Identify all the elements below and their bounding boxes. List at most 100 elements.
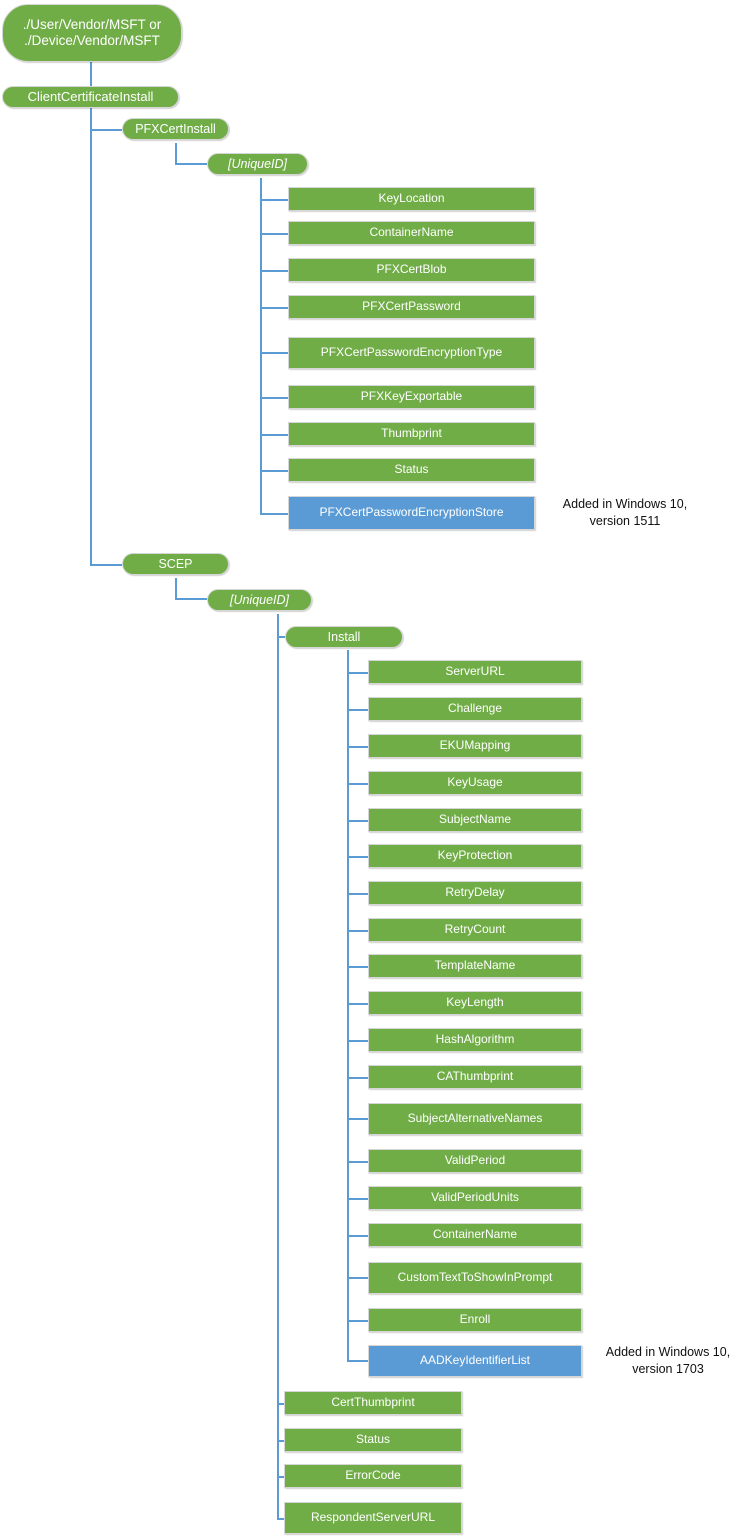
node-label: PFXCertPasswordEncryptionType [320, 345, 503, 360]
node-pfx-cert-install[interactable]: PFXCertInstall [122, 118, 229, 140]
connector-install-spine [347, 650, 349, 1361]
node-label: ValidPeriodUnits [431, 1190, 519, 1205]
connector-install-child-19 [347, 1360, 375, 1362]
node-install-aadkeyidentifierlist[interactable]: AADKeyIdentifierList [368, 1345, 582, 1377]
connector-pfxcertinstall-to-uniqueid [175, 143, 177, 165]
connector-install-child-13 [347, 1118, 375, 1120]
node-install-label: Install [327, 629, 361, 644]
node-install-retrycount[interactable]: RetryCount [368, 918, 582, 942]
connector-pfx-child-1 [260, 199, 288, 201]
connector-install-child-18 [347, 1320, 375, 1322]
connector-install-child-10 [347, 1003, 375, 1005]
node-client-certificate-install-label: ClientCertificateInstall [27, 88, 154, 104]
node-label: SubjectName [438, 812, 512, 827]
connector-install-child-12 [347, 1077, 375, 1079]
node-install-ekumapping[interactable]: EKUMapping [368, 734, 582, 758]
node-scep[interactable]: SCEP [122, 553, 229, 575]
node-root-label: ./User/Vendor/MSFT or ./Device/Vendor/MS… [22, 17, 162, 48]
node-scep-label: SCEP [158, 556, 193, 571]
node-install[interactable]: Install [285, 626, 403, 648]
node-install-validperiod[interactable]: ValidPeriod [368, 1149, 582, 1173]
connector-pfx-child-5 [260, 352, 288, 354]
node-label: ServerURL [445, 664, 505, 679]
node-label: AADKeyIdentifierList [419, 1353, 531, 1368]
connector-pfx-child-9 [260, 513, 288, 515]
connector-install-child-6 [347, 856, 375, 858]
node-install-templatename[interactable]: TemplateName [368, 954, 582, 978]
connector-scep-uniqueid-spine [277, 614, 279, 1519]
node-label: Status [355, 1432, 391, 1447]
node-pfx-pfxcertpassword[interactable]: PFXCertPassword [288, 295, 535, 319]
connector-install-child-16 [347, 1235, 375, 1237]
node-pfx-pfxkeyexportable[interactable]: PFXKeyExportable [288, 385, 535, 409]
node-label: SubjectAlternativeNames [407, 1111, 543, 1126]
node-label: HashAlgorithm [435, 1032, 515, 1047]
node-label: KeyLength [446, 995, 504, 1010]
connector-pfx-child-4 [260, 307, 288, 309]
node-label: CAThumbprint [436, 1069, 514, 1084]
node-install-challenge[interactable]: Challenge [368, 697, 582, 721]
node-pfx-thumbprint[interactable]: Thumbprint [288, 422, 535, 446]
connector-install-child-1 [347, 672, 375, 674]
connector-root-to-cci [90, 62, 92, 87]
connector-pfx-uniqueid-spine [260, 178, 262, 514]
node-pfx-pfxcertpasswordencryptionstore[interactable]: PFXCertPasswordEncryptionStore [288, 496, 535, 530]
node-label: ValidPeriod [444, 1153, 506, 1168]
node-install-containername[interactable]: ContainerName [368, 1223, 582, 1247]
node-pfx-cert-install-label: PFXCertInstall [135, 121, 216, 136]
node-label: ContainerName [369, 225, 454, 240]
node-label: Thumbprint [381, 426, 442, 441]
node-scep-unique-id[interactable]: [UniqueID] [207, 589, 312, 611]
connector-cci-to-scep [90, 564, 122, 566]
connector-pfx-child-7 [260, 434, 288, 436]
node-install-hashalgorithm[interactable]: HashAlgorithm [368, 1028, 582, 1052]
node-install-cathumbprint[interactable]: CAThumbprint [368, 1065, 582, 1089]
connector-scep-to-uniqueid-h [175, 598, 207, 600]
node-scep-status[interactable]: Status [284, 1428, 462, 1452]
connector-install-child-7 [347, 893, 375, 895]
node-pfx-pfxcertpasswordencryptiontype[interactable]: PFXCertPasswordEncryptionType [288, 337, 535, 369]
node-label: KeyLocation [378, 191, 445, 206]
node-pfx-containername[interactable]: ContainerName [288, 221, 535, 245]
node-install-retrydelay[interactable]: RetryDelay [368, 881, 582, 905]
node-label: Enroll [459, 1312, 491, 1327]
connector-pfxcertinstall-to-uniqueid-h [175, 163, 207, 165]
connector-cci-to-pfxcertinstall [90, 129, 122, 131]
node-pfx-unique-id[interactable]: [UniqueID] [207, 153, 308, 175]
connector-pfx-child-8 [260, 470, 288, 472]
node-pfx-pfxcertblob[interactable]: PFXCertBlob [288, 258, 535, 282]
node-label: CustomTextToShowInPrompt [397, 1270, 553, 1285]
node-scep-respondentserverurl[interactable]: RespondentServerURL [284, 1502, 462, 1534]
node-label: PFXCertPasswordEncryptionStore [319, 505, 504, 520]
node-install-customtexttoshowinprompt[interactable]: CustomTextToShowInPrompt [368, 1262, 582, 1294]
node-install-serverurl[interactable]: ServerURL [368, 660, 582, 684]
connector-install-child-9 [347, 966, 375, 968]
connector-install-child-2 [347, 709, 375, 711]
connector-install-child-8 [347, 930, 375, 932]
node-install-keylength[interactable]: KeyLength [368, 991, 582, 1015]
node-client-certificate-install[interactable]: ClientCertificateInstall [2, 86, 179, 108]
node-label: PFXCertPassword [362, 299, 461, 314]
node-install-keyusage[interactable]: KeyUsage [368, 771, 582, 795]
node-root[interactable]: ./User/Vendor/MSFT or ./Device/Vendor/MS… [2, 4, 182, 62]
connector-install-child-4 [347, 783, 375, 785]
node-label: PFXCertBlob [376, 262, 447, 277]
node-label: ContainerName [432, 1227, 518, 1242]
connector-install-child-11 [347, 1040, 375, 1042]
node-label: CertThumbprint [331, 1395, 415, 1410]
node-scep-errorcode[interactable]: ErrorCode [284, 1464, 462, 1488]
node-label: ErrorCode [345, 1468, 401, 1483]
node-pfx-keylocation[interactable]: KeyLocation [288, 187, 535, 211]
node-install-keyprotection[interactable]: KeyProtection [368, 844, 582, 868]
node-install-validperiodunits[interactable]: ValidPeriodUnits [368, 1186, 582, 1210]
node-install-enroll[interactable]: Enroll [368, 1308, 582, 1332]
node-pfx-status[interactable]: Status [288, 458, 535, 482]
node-install-subjectname[interactable]: SubjectName [368, 808, 582, 832]
connector-install-child-17 [347, 1277, 375, 1279]
connector-install-child-3 [347, 746, 375, 748]
node-label: Challenge [447, 701, 503, 716]
node-install-subjectalternativenames[interactable]: SubjectAlternativeNames [368, 1103, 582, 1135]
connector-install-child-5 [347, 820, 375, 822]
node-scep-certthumbprint[interactable]: CertThumbprint [284, 1391, 462, 1415]
node-pfx-unique-id-label: [UniqueID] [227, 156, 288, 171]
